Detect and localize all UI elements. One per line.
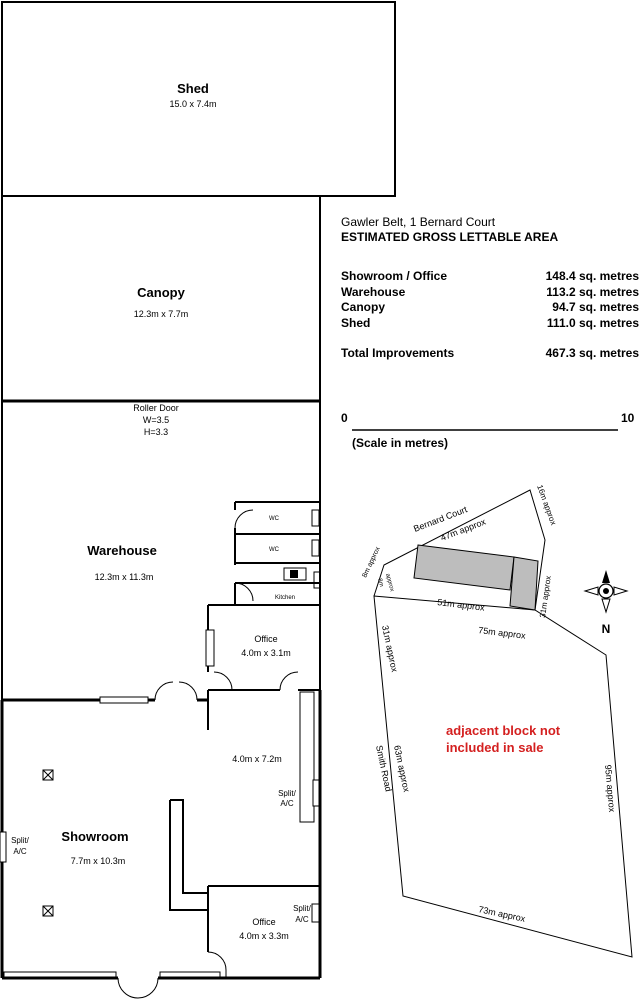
- warehouse-label: Warehouse: [87, 543, 157, 558]
- dim-8m-c: approx: [384, 573, 395, 592]
- dim-73m: 73m approx: [478, 904, 527, 924]
- smoke-detector-1: [42, 769, 54, 781]
- scale-end: 10: [621, 411, 635, 425]
- amenities-block: [208, 501, 321, 606]
- roller-door-height: H=3.3: [144, 427, 168, 437]
- roller-door-label: Roller Door: [133, 403, 179, 413]
- split-ac-3-b: A/C: [295, 915, 309, 924]
- north-label: N: [602, 622, 611, 636]
- site-plan: [373, 489, 633, 958]
- area-value-showroom: 148.4 sq. metres: [546, 269, 640, 283]
- split-ac-2-b: A/C: [13, 847, 27, 856]
- area-value-canopy: 94.7 sq. metres: [552, 300, 639, 314]
- smoke-detector-2: [42, 905, 54, 917]
- total-value: 467.3 sq. metres: [546, 346, 640, 360]
- showroom-dimensions: 7.7m x 10.3m: [71, 856, 126, 866]
- mid-room-dimensions: 4.0m x 7.2m: [232, 754, 282, 764]
- office2-dimensions: 4.0m x 3.3m: [239, 931, 289, 941]
- total-name: Total Improvements: [341, 346, 454, 360]
- dim-8m-b: 8m: [376, 578, 384, 588]
- office1-dimensions: 4.0m x 3.1m: [241, 648, 291, 658]
- wc1-label: WC: [269, 516, 280, 522]
- scale-start: 0: [341, 411, 348, 425]
- split-ac-1-a: Split/: [278, 789, 297, 798]
- roller-door-width: W=3.5: [143, 415, 169, 425]
- kitchen-label: Kitchen: [275, 595, 295, 601]
- address-text: Gawler Belt, 1 Bernard Court: [341, 215, 496, 229]
- showroom-label: Showroom: [61, 829, 128, 844]
- area-title: ESTIMATED GROSS LETTABLE AREA: [341, 230, 558, 244]
- shed-label: Shed: [177, 81, 209, 96]
- front-lot-outline: [373, 489, 546, 611]
- adjacent-note-line2: included in sale: [446, 740, 544, 755]
- showroom-outline: [0, 690, 322, 999]
- area-name-showroom: Showroom / Office: [341, 269, 447, 283]
- area-name-warehouse: Warehouse: [341, 285, 406, 299]
- dim-75m: 75m approx: [478, 625, 527, 641]
- office-1-walls: [205, 605, 321, 691]
- scale-label: (Scale in metres): [352, 436, 448, 450]
- canopy-dimensions: 12.3m x 7.7m: [134, 309, 189, 319]
- adjacent-block-outline: [373, 595, 633, 958]
- dim-63m: 63m approx: [392, 744, 412, 793]
- dim-31m-b: 31m approx: [380, 624, 400, 673]
- dim-51m: 51m approx: [437, 597, 486, 613]
- split-ac-2-a: Split/: [11, 836, 30, 845]
- office1-label: Office: [254, 634, 277, 644]
- wc2-label: WC: [269, 547, 280, 553]
- canopy-label: Canopy: [137, 285, 185, 300]
- north-arrow-icon: [583, 570, 629, 614]
- building-footprint: [413, 544, 515, 591]
- warehouse-bottom-wall: [2, 681, 209, 730]
- warehouse-dimensions: 12.3m x 11.3m: [95, 572, 154, 582]
- office2-label: Office: [252, 917, 275, 927]
- dim-95m: 95m approx: [603, 764, 617, 813]
- shed-dimensions: 15.0 x 7.4m: [169, 99, 216, 109]
- dim-8m-a: 8m approx: [361, 545, 382, 578]
- adjacent-note-line1: adjacent block not: [446, 723, 561, 738]
- dim-31m-a: 31m approx: [538, 575, 553, 618]
- split-ac-1-b: A/C: [280, 799, 294, 808]
- area-value-shed: 111.0 sq. metres: [547, 316, 639, 330]
- area-list: Showroom / Office 148.4 sq. metres Wareh…: [341, 269, 639, 360]
- area-name-shed: Shed: [341, 316, 370, 330]
- area-name-canopy: Canopy: [341, 300, 385, 314]
- shed-footprint: [509, 556, 539, 611]
- area-value-warehouse: 113.2 sq. metres: [546, 285, 639, 299]
- split-ac-3-a: Split/: [293, 904, 312, 913]
